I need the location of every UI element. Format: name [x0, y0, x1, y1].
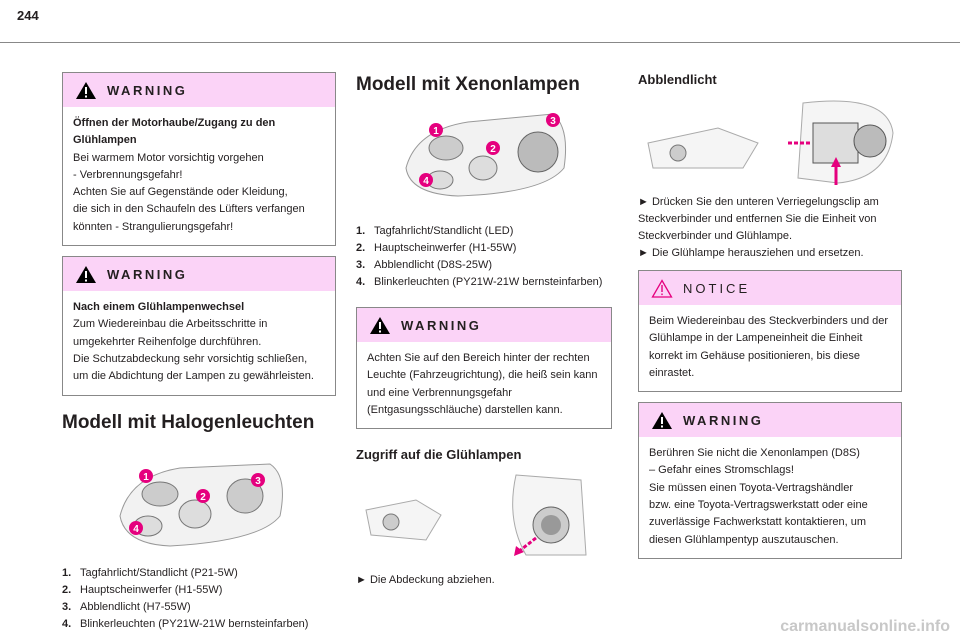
- warning-triangle-icon: [76, 81, 96, 99]
- warning-box-bulb-change: WARNING Nach einem Glühlampenwechsel Zum…: [62, 256, 336, 396]
- svg-text:3: 3: [255, 476, 261, 487]
- svg-text:1: 1: [143, 472, 149, 483]
- warning-line: - Verbrennungsgefahr!: [73, 168, 183, 181]
- page-number: 244: [17, 8, 39, 23]
- warning-heading: Öffnen der Motorhaube/Zugang zu den: [73, 117, 276, 129]
- column-3: Abblendlicht ► Drücken Sie den unteren V…: [638, 72, 902, 559]
- warning-triangle-icon: [370, 316, 390, 334]
- notice-line: korrekt im Gehäuse positionieren, bis di…: [649, 349, 860, 362]
- warning-heading: Nach einem Glühlampenwechsel: [73, 301, 245, 314]
- watermark: carmanualsonline.info: [780, 618, 950, 635]
- bulb-access-illustration: [365, 474, 587, 557]
- warning-box-xenon: WARNING Berühren Sie nicht die Xenonlamp…: [638, 402, 902, 559]
- warning-line: Achten Sie auf Gegenstände oder Kleidung…: [73, 186, 288, 199]
- warning-line: Bei warmem Motor vorsichtig vorgehen: [73, 151, 264, 164]
- low-beam-steps: ► Drücken Sie den unteren Verriegelungsc…: [638, 194, 902, 262]
- svg-text:2: 2: [200, 492, 206, 503]
- list-item: 1.Tagfahrlicht/Standlicht (P21-5W): [62, 566, 238, 579]
- step-line: Steckverbinder und entfernen Sie die Ein…: [638, 213, 877, 225]
- warning-line: die sich in den Schaufeln des Lüfters ve…: [73, 203, 305, 216]
- warning-line: Achten Sie auf den Bereich hinter der re…: [367, 352, 590, 364]
- svg-text:1: 1: [433, 126, 439, 137]
- column-2: Modell mit Xenonlampen 1 2 3 4 1.Tagfahr…: [356, 74, 612, 589]
- warning-title: WARNING: [401, 317, 482, 333]
- warning-line: könnten - Strangulierungsgefahr!: [73, 220, 234, 233]
- warning-triangle-icon: [652, 411, 672, 429]
- step-remove-cover: ► Die Abdeckung abziehen.: [356, 574, 495, 587]
- xenon-headlamp-illustration: 1 2 3 4: [405, 113, 567, 197]
- warning-heading: Glühlampen: [73, 134, 137, 147]
- warning-line: Berühren Sie nicht die Xenonlampen (D8S): [649, 447, 860, 460]
- warning-line: Zum Wiedereinbau die Arbeitsschritte in: [73, 318, 268, 331]
- section-heading-halogen: Modell mit Halogenleuchten: [62, 411, 315, 433]
- warning-line: diesen Glühlampentyp auszutauschen.: [649, 533, 839, 546]
- list-item: 3.Abblendlicht (D8S-25W): [356, 259, 492, 271]
- warning-box-hood: WARNING Öffnen der Motorhaube/Zugang zu …: [62, 72, 336, 247]
- halogen-bulb-list: 1.Tagfahrlicht/Standlicht (P21-5W) 2.Hau…: [62, 565, 336, 633]
- subheading-low-beam: Abblendlicht: [638, 72, 717, 87]
- notice-line: Beim Wiedereinbau des Steckverbinders un…: [649, 315, 889, 327]
- list-item: 1.Tagfahrlicht/Standlicht (LED): [356, 225, 514, 237]
- svg-text:4: 4: [133, 524, 139, 535]
- warning-triangle-icon: [76, 265, 96, 283]
- warning-box-hot-area: WARNING Achten Sie auf den Bereich hinte…: [356, 307, 612, 430]
- warning-title: WARNING: [107, 82, 188, 98]
- list-item: 4.Blinkerleuchten (PY21W-21W bernsteinfa…: [62, 617, 309, 630]
- list-item: 3.Abblendlicht (H7-55W): [62, 600, 191, 613]
- warning-title: WARNING: [107, 266, 188, 282]
- step-line: ► Die Glühlampe herausziehen und ersetze…: [638, 247, 864, 259]
- warning-line: um die Abdichtung der Lampen zu gewährle…: [73, 370, 314, 383]
- warning-title: WARNING: [683, 412, 764, 428]
- warning-line: bzw. eine Toyota-Vertragswerkstatt oder …: [649, 499, 868, 512]
- warning-line: Die Schutzabdeckung sehr vorsichtig schl…: [73, 352, 308, 365]
- svg-text:2: 2: [490, 144, 496, 155]
- warning-line: Leuchte (Fahrzeugrichtung), die heiß sei…: [367, 369, 598, 382]
- notice-title: NOTICE: [683, 280, 751, 296]
- warning-line: umgekehrter Reihenfolge durchführen.: [73, 335, 262, 348]
- step-line: ► Drücken Sie den unteren Verriegelungsc…: [638, 196, 879, 208]
- header-divider: [0, 42, 960, 43]
- notice-triangle-icon: [651, 278, 673, 298]
- warning-line: (Entgasungsschläuche) darstellen kann.: [367, 403, 563, 416]
- svg-text:4: 4: [423, 176, 429, 187]
- low-beam-illustration: [647, 100, 894, 185]
- warning-line: und eine Verbrennungsgefahr: [367, 386, 512, 399]
- column-1: WARNING Öffnen der Motorhaube/Zugang zu …: [62, 72, 336, 633]
- notice-line: Glühlampe in der Lampeneinheit die Einhe…: [649, 332, 863, 345]
- svg-text:3: 3: [550, 116, 556, 127]
- step-line: Steckverbinder und Glühlampe.: [638, 230, 793, 242]
- list-item: 2.Hauptscheinwerfer (H1-55W): [62, 583, 223, 596]
- section-heading-xenon: Modell mit Xenonlampen: [356, 74, 580, 95]
- warning-line: zuverlässige Fachwerkstatt kontaktieren,…: [649, 516, 867, 529]
- warning-line: Sie müssen einen Toyota-Vertragshändler: [649, 481, 854, 494]
- subheading-access: Zugriff auf die Glühlampen: [356, 447, 522, 463]
- halogen-headlamp-illustration: 1 2 3 4: [119, 463, 283, 547]
- warning-line: – Gefahr eines Stromschlags!: [649, 464, 794, 477]
- notice-line: einrastet.: [649, 366, 695, 379]
- list-item: 2.Hauptscheinwerfer (H1-55W): [356, 242, 517, 254]
- notice-box: NOTICE Beim Wiedereinbau des Steckverbin…: [638, 270, 902, 393]
- list-item: 4.Blinkerleuchten (PY21W-21W bernsteinfa…: [356, 276, 603, 288]
- xenon-bulb-list: 1.Tagfahrlicht/Standlicht (LED) 2.Haupts…: [356, 223, 612, 291]
